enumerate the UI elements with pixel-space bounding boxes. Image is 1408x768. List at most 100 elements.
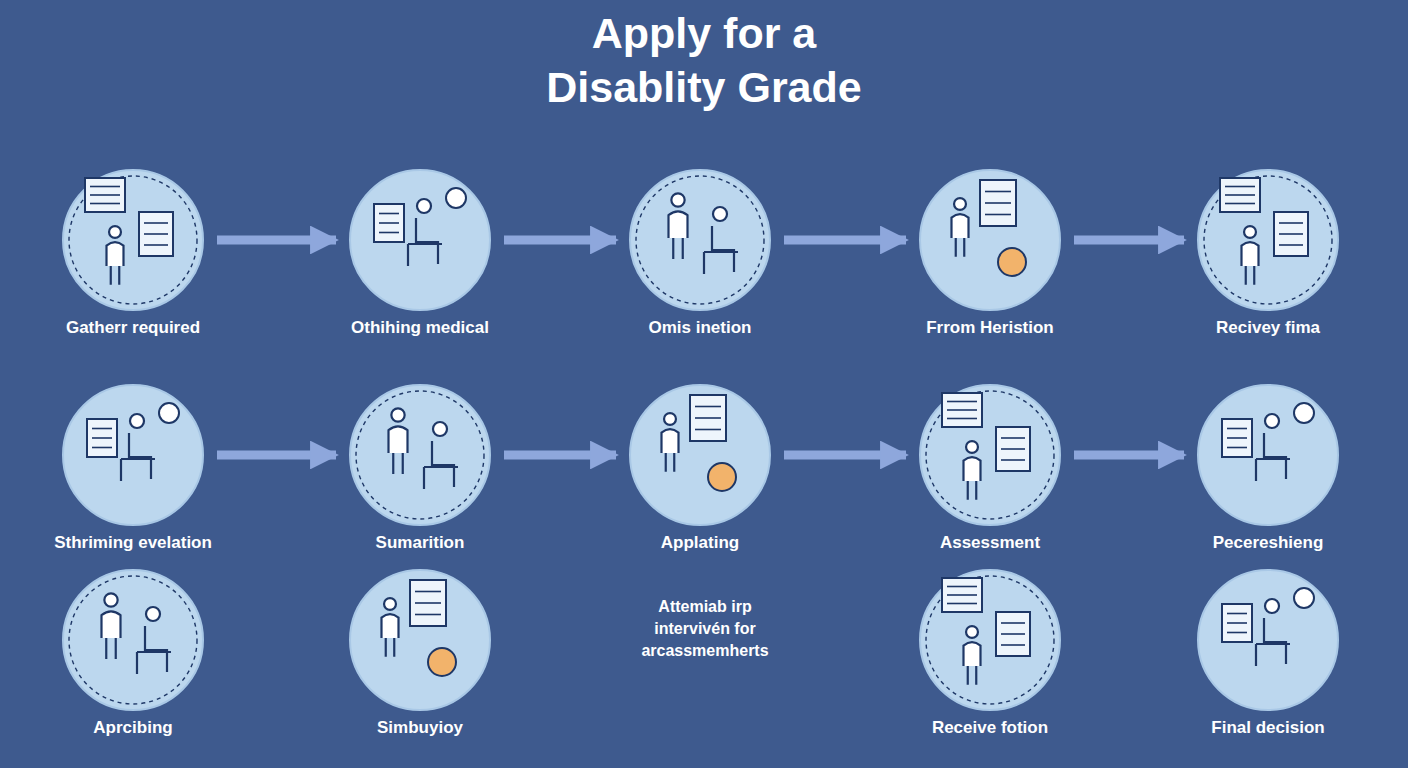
step-label-box: Sthriming evelation [49,533,217,553]
document [996,612,1030,656]
circle-outline [1198,570,1338,710]
flow-arrow [504,451,616,460]
step-label-box: Applating [628,533,772,553]
person-head [671,193,684,206]
step-label-box: Frrom Heristion [918,318,1062,338]
circle-shape [61,168,205,312]
person-body [662,429,679,472]
document-line [1225,186,1255,188]
document [980,180,1016,226]
step-label: Simbuyioy [348,718,492,738]
step-label: Othihing medical [346,318,494,338]
dashed-ring [926,576,1054,704]
step-icon [374,188,466,266]
seated-person [424,441,458,489]
step-icon [1222,588,1314,666]
document-line [947,594,977,596]
accent-badge [428,648,456,676]
dashed-ring [69,176,197,304]
circle-shape [348,168,492,312]
circle-shape [628,168,772,312]
document-line [379,222,399,224]
person-body [102,611,121,659]
document-line [92,428,112,430]
step-label-box: Pecereshieng [1196,533,1340,553]
step-icon [636,176,764,304]
step-label-box: Assessment [918,533,1062,553]
step-icon [926,576,1054,704]
step-circle: Final decision [1196,568,1340,738]
document-line [1001,448,1025,450]
document-line [985,191,1011,193]
step-circle: Applating [628,383,772,553]
seated-person [408,218,442,266]
circle-outline [63,385,203,525]
document [996,427,1030,471]
document-line [144,233,168,235]
document-line [415,614,441,616]
dashed-ring [636,176,764,304]
circle-shape [1196,168,1340,312]
person-body [669,211,688,259]
step-label: Gatherr required [61,318,206,338]
step-label-box: Othihing medical [346,318,494,338]
circle-shape [348,383,492,527]
circle-shape [348,568,492,712]
flow-arrow [1074,451,1184,460]
flow-arrow [217,236,336,245]
dashed-ring [69,576,197,704]
person-body [107,242,124,285]
seated-person [1256,433,1290,481]
step-label-box: Simbuyioy [348,718,492,738]
step-icon [87,403,179,481]
step-icon [382,580,457,676]
step-label: Pecereshieng [1196,533,1340,553]
circle-outline [350,170,490,310]
circle-shape [1196,568,1340,712]
circle-outline [350,385,490,525]
step-icon [1222,403,1314,481]
eye-symbol [446,188,466,208]
circle-shape [61,568,205,712]
step-label: Aprcibing [61,718,205,738]
document-line [1001,633,1025,635]
document-line [1001,622,1025,624]
document-line [1225,203,1255,205]
step-label: Sthriming evelation [49,533,217,553]
document [1222,419,1252,457]
document-line [695,417,721,419]
document [87,419,117,457]
person-head [130,414,144,428]
person-body [389,426,408,473]
step-label-box: Gatherr required [61,318,206,338]
eye-symbol [1294,403,1314,423]
step-icon [926,391,1054,519]
step-label: Frrom Heristion [918,318,1062,338]
step-label: Omis inetion [628,318,772,338]
circle-shape [918,568,1062,712]
document [374,204,404,242]
seated-person [704,226,738,274]
document [410,580,446,626]
document-line [1227,622,1247,624]
document-line [379,213,399,215]
person-head [146,607,160,621]
document-line [92,437,112,439]
flow-arrow [1074,236,1184,245]
person-head [384,598,396,610]
dashed-ring [926,391,1054,519]
document-line [144,244,168,246]
person-body [952,214,969,257]
step-circle: Simbuyioy [348,568,492,738]
circle-outline [920,570,1060,710]
step-circle: Assessment [918,383,1062,553]
document-line [1279,233,1303,235]
step-icon [952,180,1027,276]
document-line [90,203,120,205]
document [1274,212,1308,256]
step-circle: Gatherr required [61,168,206,338]
person-head [433,422,447,436]
person-head [1265,414,1279,428]
document-line [415,591,441,593]
document [1220,178,1260,212]
